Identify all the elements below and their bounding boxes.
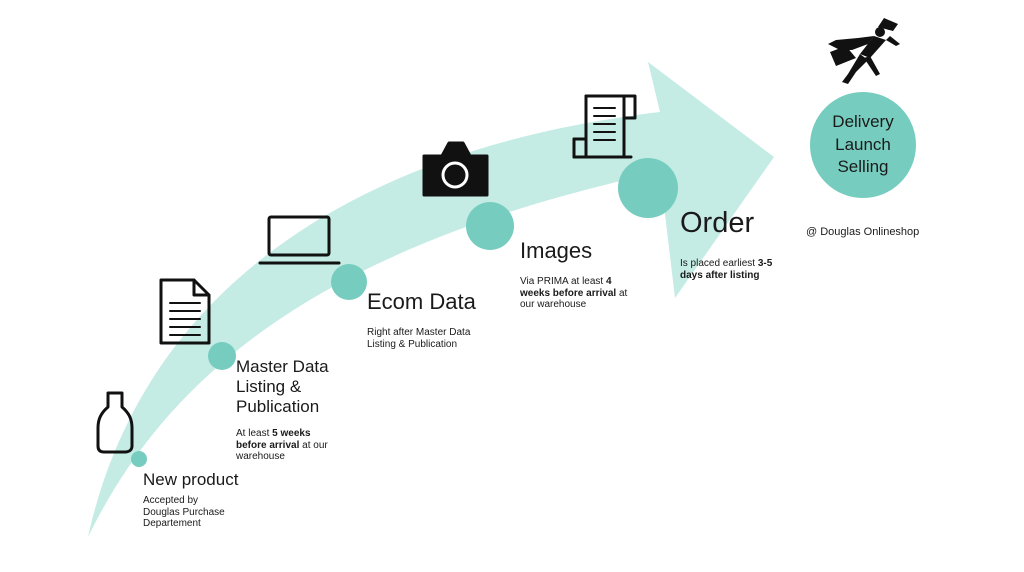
desc-line: weeks before arrival at <box>520 287 628 299</box>
desc-line: before arrival at our <box>236 439 328 451</box>
step-node-new-product <box>131 451 147 467</box>
step-title-images: Images <box>520 238 593 263</box>
desc-line: Listing & Publication <box>367 338 458 350</box>
desc-line: our warehouse <box>520 299 587 310</box>
step-node-order <box>618 158 678 218</box>
step-node-ecom-data <box>331 264 367 300</box>
desc-line: Via PRIMA at least 4 <box>520 276 612 287</box>
step-desc-order: Is placed earliest 3-5 days after listin… <box>680 258 772 281</box>
desc-line: Departement <box>143 518 201 529</box>
final-milestone: Delivery Launch Selling <box>810 92 916 198</box>
final-line: Selling <box>837 157 889 177</box>
step-title-master-data: Master Data Listing & Publication <box>236 357 329 417</box>
final-note: @ Douglas Onlineshop <box>806 226 920 238</box>
title-line: Listing & <box>236 377 302 396</box>
desc-line: Is placed earliest 3-5 <box>680 258 773 269</box>
step-node-images <box>466 202 514 250</box>
bottle-icon <box>96 391 134 454</box>
step-node-master-data <box>208 342 236 370</box>
final-node <box>810 92 916 198</box>
desc-line: days after listing <box>680 269 760 281</box>
document-icon <box>159 278 211 345</box>
camera-icon <box>422 141 489 197</box>
desc-line: Douglas Purchase <box>143 506 225 518</box>
step-desc-images: Via PRIMA at least 4 weeks before arriva… <box>520 276 627 311</box>
final-line: Delivery <box>832 112 894 132</box>
step-title-new-product: New product <box>143 470 239 489</box>
desc-line: Right after Master Data <box>367 327 471 338</box>
step-desc-master-data: At least 5 weeks before arrival at our w… <box>236 428 328 463</box>
step-desc-ecom-data: Right after Master Data Listing & Public… <box>367 327 470 350</box>
desc-line: warehouse <box>236 451 285 462</box>
step-title-ecom-data: Ecom Data <box>367 289 476 314</box>
desc-line: At least 5 weeks <box>236 428 311 439</box>
superhero-icon <box>828 18 900 84</box>
laptop-icon <box>258 215 341 265</box>
final-line: Launch <box>835 134 891 154</box>
arrow-shape <box>88 62 774 537</box>
desc-line: Accepted by <box>143 495 199 506</box>
scroll-icon <box>572 94 637 159</box>
step-desc-new-product: Accepted by Douglas Purchase Departement <box>143 495 225 530</box>
title-line: Publication <box>236 397 320 416</box>
step-title-order: Order <box>680 207 755 239</box>
title-line: Master Data <box>236 357 329 376</box>
